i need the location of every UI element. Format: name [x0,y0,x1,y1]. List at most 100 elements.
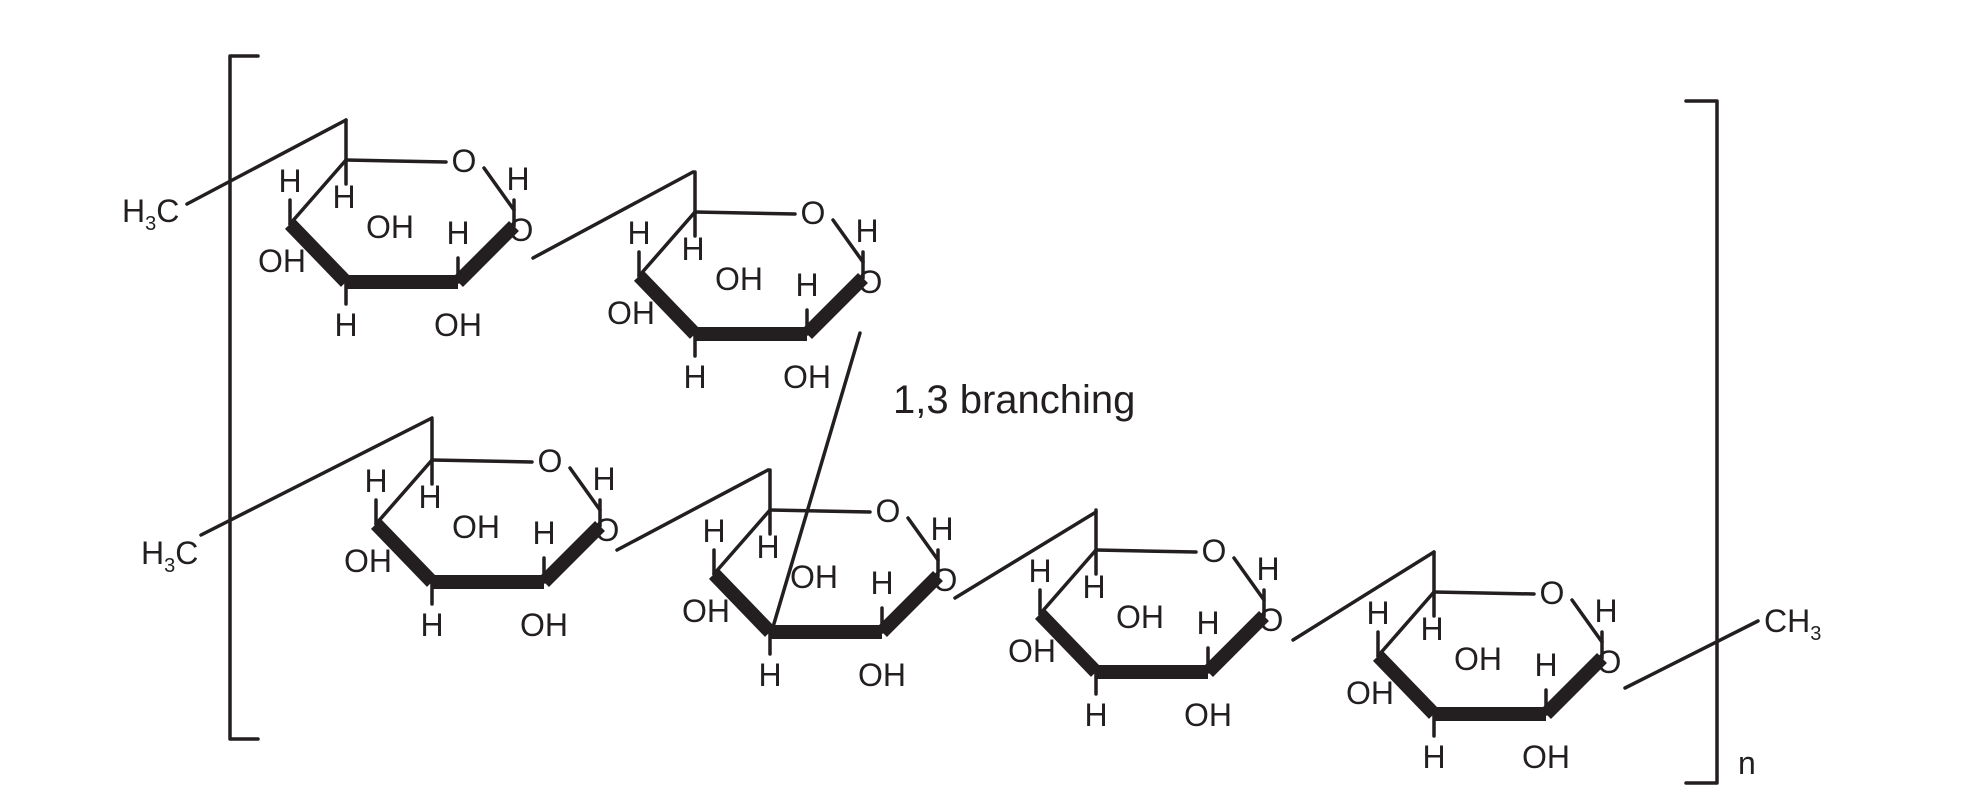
ring-wedge [633,271,701,339]
ring-wedge [284,219,352,287]
c4-hydroxyl: OH [607,295,655,331]
anomeric-hydrogen: H [930,511,953,547]
ring-bond [288,158,348,226]
ring-bond [906,516,940,562]
ring-oxygen: O [876,493,901,529]
anomeric-hydrogen: H [855,213,878,249]
glycosidic-oxygen: O [595,512,620,548]
ring-wedge [877,571,943,637]
ring-bond [482,166,516,212]
c4-hydroxyl: OH [344,543,392,579]
c4-hydrogen: H [364,463,387,499]
c2-hydrogen: H [795,267,818,303]
ring-wedge [1372,651,1440,719]
ring-wedge [1541,653,1607,719]
glycosidic-oxygen: O [509,212,534,248]
ring-wedge [539,521,605,587]
bond-methyl-bottom [199,416,434,537]
c3-hydrogen: H [1084,697,1107,733]
ring-oxygen: O [1540,575,1565,611]
ring-bond [344,158,448,164]
glycosidic-oxygen: O [1597,644,1622,680]
c2-hydroxyl: OH [1522,739,1570,775]
ring-bond [1232,556,1266,602]
c4-hydroxyl: OH [682,593,730,629]
c5-hydrogen: H [1420,611,1443,647]
anomeric-hydrogen: H [1594,593,1617,629]
c2-hydrogen: H [1534,647,1557,683]
ring-bond [693,210,797,216]
c2-hydroxyl: OH [1184,697,1232,733]
ring-wedge [1203,611,1269,677]
ring-oxygen: O [538,443,563,479]
c5-hydrogen: H [332,179,355,215]
c4-hydroxyl: OH [258,243,306,279]
c4-hydroxyl: OH [1008,633,1056,669]
c4-hydrogen: H [702,513,725,549]
ring-bond [637,210,697,278]
ring-oxygen: O [1202,533,1227,569]
left-bracket [228,54,260,741]
ring-wedge [708,569,776,637]
ring-bond [712,508,772,576]
c4-hydrogen: H [627,215,650,251]
c3-hydrogen: H [1422,739,1445,775]
c2-hydroxyl: OH [783,359,831,395]
ring-bond [768,508,872,514]
ring-bond [430,458,534,464]
ring-wedge [370,519,438,587]
link-top-rings [531,170,695,260]
ring-oxygen: O [801,195,826,231]
anomeric-hydrogen: H [506,161,529,197]
c2-hydrogen: H [446,215,469,251]
c3-hydrogen: H [683,359,706,395]
right-bracket [1684,99,1719,785]
ring-bond [568,466,602,512]
ring-wedge [1034,609,1102,677]
c5-hydrogen: H [681,231,704,267]
ring-oxygen: O [452,143,477,179]
c3-hydrogen: H [420,607,443,643]
anomeric-hydrogen: H [592,461,615,497]
c4-hydroxyl: OH [1346,675,1394,711]
bond-methyl-top [185,118,348,206]
c3-hydroxyl: OH [715,261,763,297]
c4-hydrogen: H [1366,595,1389,631]
c3-hydrogen: H [334,307,357,343]
link-bottom-3-4 [1291,550,1436,642]
c5-hydrogen: H [756,529,779,565]
c4-hydrogen: H [1028,553,1051,589]
c5-hydrogen: H [418,479,441,515]
c3-hydroxyl: OH [1116,599,1164,635]
c2-hydrogen: H [532,515,555,551]
c3-hydroxyl: OH [1454,641,1502,677]
glycosidic-oxygen: O [933,562,958,598]
c2-hydrogen: H [1196,605,1219,641]
c2-hydroxyl: OH [520,607,568,643]
ring-bond [1432,590,1536,596]
ring-bond [831,218,865,264]
methyl-right-label: CH3 [1764,603,1821,645]
ring-bond [1038,548,1098,616]
c3-hydroxyl: OH [452,509,500,545]
glycosidic-oxygen: O [858,264,883,300]
ring-bond [374,458,434,526]
c2-hydrogen: H [870,565,893,601]
link-bottom-1-2 [615,468,770,552]
link-bottom-2-3 [953,510,1098,600]
repeat-unit-label: n [1738,745,1756,781]
ring-bond [1376,590,1436,658]
branching-label: 1,3 branching [893,378,1135,422]
c3-hydroxyl: OH [790,559,838,595]
c2-hydroxyl: OH [434,307,482,343]
c2-hydroxyl: OH [858,657,906,693]
